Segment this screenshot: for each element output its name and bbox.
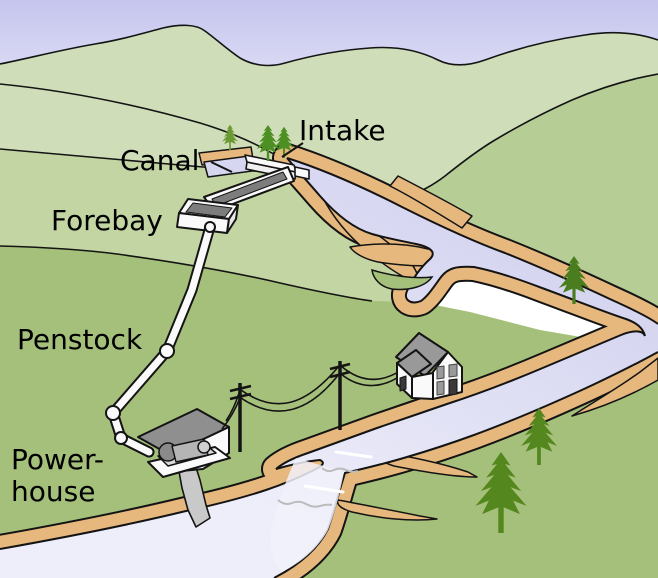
house-windows xyxy=(436,363,458,396)
weir-pool xyxy=(198,146,254,178)
labels: Intake Canal Forebay Penstock Power- hou… xyxy=(11,114,386,508)
right-hill xyxy=(407,73,658,340)
house xyxy=(395,332,463,400)
rapids xyxy=(270,450,373,572)
penstock-label: Penstock xyxy=(17,323,143,356)
leader-lines xyxy=(210,142,304,173)
powerhouse-label-line2: house xyxy=(11,475,95,508)
house-ext-door xyxy=(399,375,407,392)
penstock-joints xyxy=(105,221,216,458)
forebay-tank xyxy=(176,198,239,234)
intake-leader-line xyxy=(281,142,304,158)
intake-label: Intake xyxy=(299,114,386,147)
house-door xyxy=(448,378,458,396)
powerhouse-label-line1: Power- xyxy=(11,443,104,476)
green-tongue xyxy=(371,268,434,291)
canal-label: Canal xyxy=(120,144,199,177)
generator-cap xyxy=(197,440,211,454)
power-lines xyxy=(221,361,401,452)
utility-pole-2 xyxy=(329,361,351,430)
house-side-wall xyxy=(411,372,434,400)
wires xyxy=(221,365,401,430)
forebay-label: Forebay xyxy=(51,204,163,237)
powerhouse-building xyxy=(137,408,231,528)
sandbar-finger-2 xyxy=(336,499,438,521)
river xyxy=(0,158,658,578)
intake-gate xyxy=(294,166,310,180)
canal-leader-line xyxy=(210,161,233,173)
